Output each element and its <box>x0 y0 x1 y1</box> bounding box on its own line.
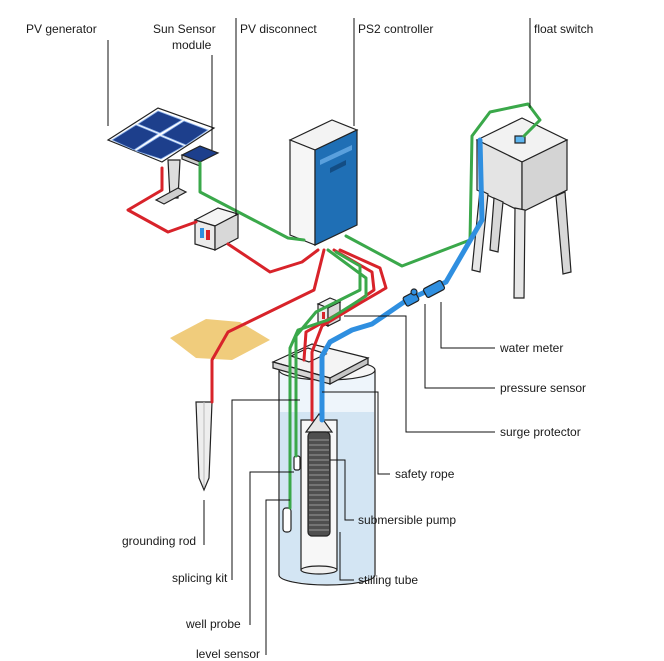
power-cable <box>126 166 198 234</box>
label-well-probe: well probe <box>185 617 241 631</box>
pressure-sensor-icon <box>402 288 420 307</box>
label-pv-generator: PV generator <box>26 22 97 36</box>
well <box>271 343 376 586</box>
label-ps2-controller: PS2 controller <box>358 22 433 36</box>
label-level-sensor: level sensor <box>196 647 260 661</box>
signal-cable <box>294 250 362 458</box>
leader-lines <box>107 18 531 655</box>
label-sun-sensor-module: module <box>172 38 212 52</box>
label-splicing-kit: splicing kit <box>172 571 228 585</box>
power-cable <box>210 248 326 404</box>
pv-disconnect-box <box>193 207 240 251</box>
water-pipe <box>319 137 485 423</box>
water-meter-icon <box>422 279 446 299</box>
signal-cable <box>288 248 368 510</box>
float-switch-icon <box>514 135 526 144</box>
label-water-meter: water meter <box>499 341 563 355</box>
signal-cable <box>344 102 542 268</box>
submersible-pump <box>304 412 334 537</box>
label-pressure-sensor: pressure sensor <box>500 381 586 395</box>
label-surge-protector: surge protector <box>500 425 581 439</box>
ps2-controller <box>288 119 359 246</box>
water-tank <box>471 117 572 299</box>
level-sensor-icon <box>282 507 292 533</box>
power-cable <box>310 248 388 422</box>
label-sun-sensor: Sun Sensor <box>153 22 216 36</box>
label-submersible-pump: submersible pump <box>358 513 456 527</box>
ground-pad <box>170 319 270 360</box>
label-grounding-rod: grounding rod <box>122 534 196 548</box>
grounding-rod <box>195 401 213 492</box>
pv-generator <box>106 107 216 205</box>
label-float-switch: float switch <box>534 22 593 36</box>
label-pv-disconnect: PV disconnect <box>240 22 317 36</box>
well-probe-icon <box>293 455 301 471</box>
power-cable <box>226 242 320 274</box>
label-safety-rope: safety rope <box>395 467 455 481</box>
signal-cable <box>198 161 306 242</box>
label-stilling-tube: stilling tube <box>358 573 418 587</box>
